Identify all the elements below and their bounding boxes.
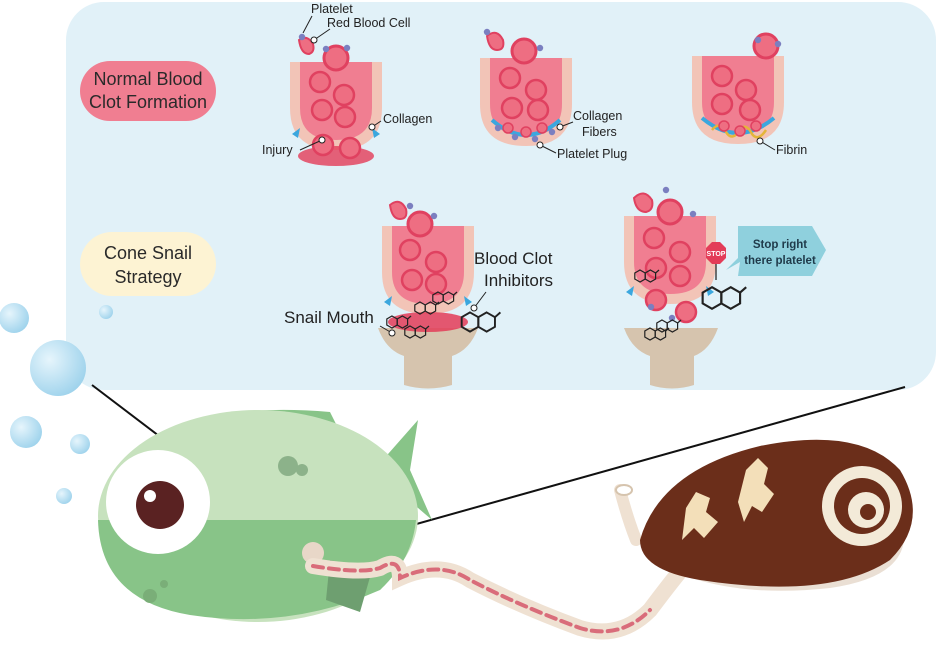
snail-mouth-cup-2 bbox=[624, 328, 718, 389]
stop-sign-text: STOP bbox=[707, 251, 726, 258]
normal-title-line1: Normal Blood bbox=[93, 69, 202, 89]
label-snail-mouth: Snail Mouth bbox=[284, 308, 374, 327]
label-platelet: Platelet bbox=[311, 2, 353, 16]
label-red-blood-cell: Red Blood Cell bbox=[327, 16, 410, 30]
label-fibrin: Fibrin bbox=[776, 143, 807, 157]
label-collagen-fibers-1: Collagen bbox=[573, 109, 622, 123]
fish-eye-pupil bbox=[136, 481, 184, 529]
speech-line1: Stop right bbox=[753, 239, 807, 251]
speech-line2: there platelet bbox=[744, 255, 816, 267]
vessel-inhibited: STOP Stop right there platelet bbox=[624, 186, 826, 389]
label-collagen: Collagen bbox=[383, 112, 432, 126]
vessel-snail-mouth: Snail Mouth Blood Clot Inhibitors bbox=[284, 200, 553, 389]
stop-sign-icon bbox=[706, 242, 726, 264]
normal-clot-badge: Normal Blood Clot Formation bbox=[80, 61, 216, 121]
injury-bleed bbox=[298, 146, 374, 166]
vessel-fibrin: Fibrin bbox=[692, 32, 807, 157]
label-injury: Injury bbox=[262, 143, 293, 157]
snail-title-line2: Strategy bbox=[114, 267, 181, 287]
air-bubbles bbox=[0, 303, 113, 504]
snail-mouth-cup bbox=[378, 328, 478, 389]
vessel-injury: Platelet Red Blood Cell Collagen Injury bbox=[262, 2, 432, 166]
vessel-platelet-plug: Collagen Fibers Platelet Plug bbox=[480, 28, 627, 161]
label-platelet-plug: Platelet Plug bbox=[557, 147, 627, 161]
label-collagen-fibers-2: Fibers bbox=[582, 125, 617, 139]
label-inhibitors-2: Inhibitors bbox=[484, 271, 553, 290]
snail-proboscis bbox=[305, 484, 698, 640]
snail-strategy-badge: Cone Snail Strategy bbox=[80, 232, 216, 296]
snail-title-line1: Cone Snail bbox=[104, 243, 192, 263]
speech-bubble bbox=[726, 226, 826, 276]
label-inhibitors-1: Blood Clot bbox=[474, 249, 553, 268]
normal-title-line2: Clot Formation bbox=[89, 92, 207, 112]
fish bbox=[98, 409, 432, 622]
cone-snail bbox=[640, 439, 913, 591]
